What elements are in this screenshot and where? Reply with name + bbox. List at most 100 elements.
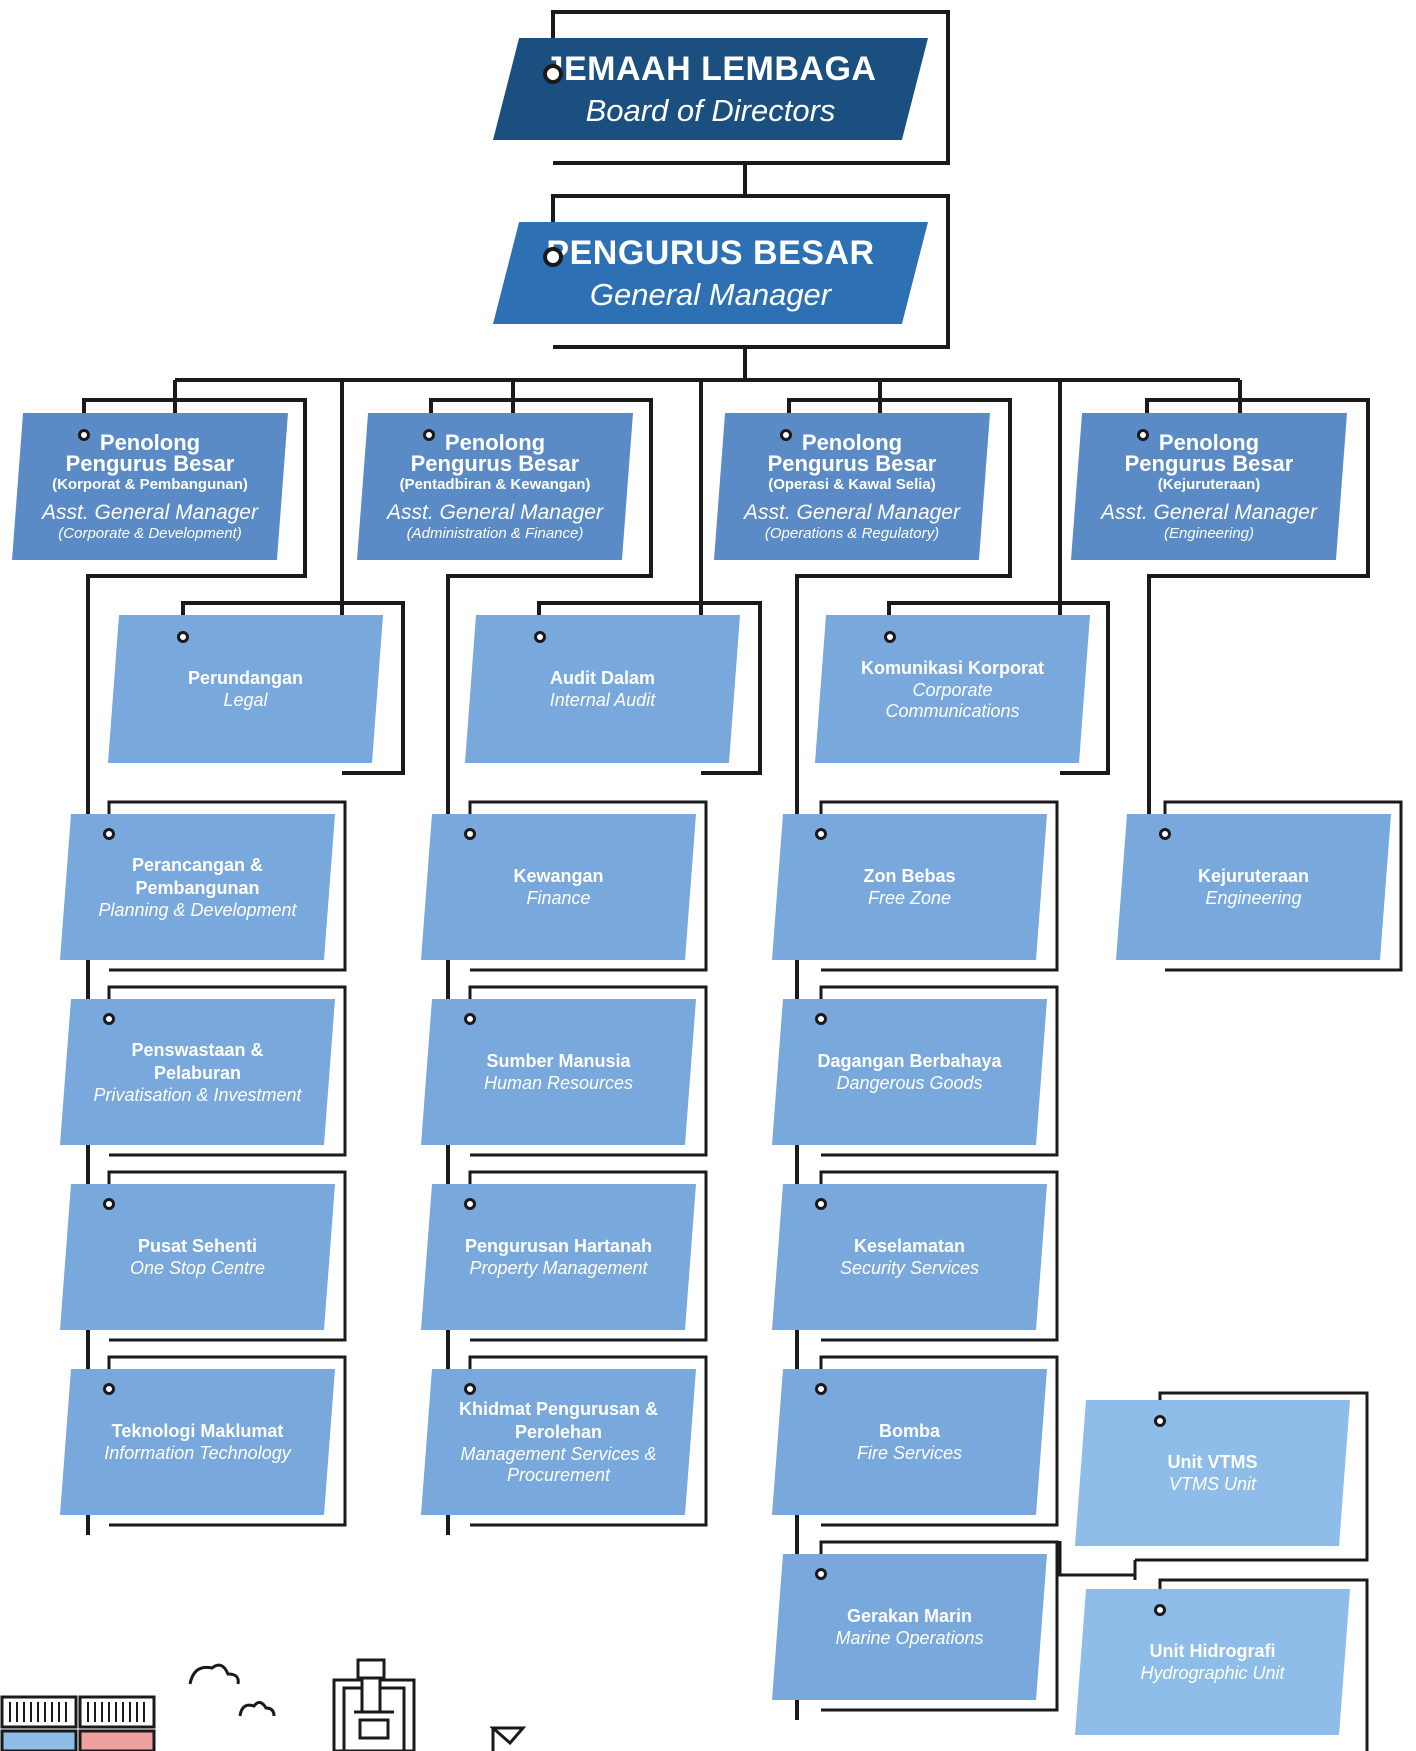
unit-connector-dot — [103, 1013, 115, 1025]
unit-connector-dot — [815, 1568, 827, 1580]
unit-connector-dot — [103, 828, 115, 840]
agm-title-line1: Penolong — [444, 429, 546, 455]
unit-connector-dot — [534, 631, 546, 643]
board-name: JEMAAH LEMBAGA — [544, 49, 877, 88]
unit-name-en: Hydrographic Unit — [1140, 1663, 1285, 1683]
agm-portfolio-en: (Administration & Finance) — [406, 524, 584, 542]
unit-name: Gerakan Marin — [846, 1606, 973, 1626]
unit-name: Bomba — [878, 1421, 940, 1441]
unit-name-en: VTMS Unit — [1168, 1474, 1256, 1494]
unit-name-en: Free Zone — [867, 888, 952, 908]
unit-connector-dot — [464, 1013, 476, 1025]
unit-connector-dot — [1159, 828, 1171, 840]
unit-connector-dot — [815, 1198, 827, 1210]
unit-name-en: Planning & Development — [98, 899, 297, 920]
unit-name: Pengurusan Hartanah — [464, 1236, 653, 1256]
unit-name-en: One Stop Centre — [129, 1258, 266, 1278]
unit-name: Dagangan Berbahaya — [817, 1051, 1002, 1071]
unit-name-en: Management Services & Procurement — [460, 1444, 657, 1485]
unit-name: Perundangan — [187, 668, 303, 688]
container-stack-icon — [0, 1695, 156, 1751]
unit-name-en: Marine Operations — [835, 1628, 984, 1648]
agm-title-en: Asst. General Manager — [42, 500, 258, 524]
unit-name: Keselamatan — [853, 1236, 966, 1256]
agm-connector-dot — [1137, 429, 1149, 441]
agm-portfolio: (Korporat & Pembangunan) — [52, 475, 248, 493]
agm-title-line1: Penolong — [1158, 429, 1260, 455]
agm-title-en: Asst. General Manager — [387, 500, 603, 524]
unit-name: Teknologi Maklumat — [111, 1421, 284, 1441]
unit-connector-dot — [815, 828, 827, 840]
unit-name: Komunikasi Korporat — [860, 657, 1045, 678]
board-connector-dot — [543, 64, 563, 84]
unit-connector-dot — [464, 1383, 476, 1395]
agm-portfolio-en: (Corporate & Development) — [58, 524, 242, 542]
unit-name-en: Finance — [526, 888, 591, 908]
agm-portfolio: (Operasi & Kawal Selia) — [768, 475, 936, 493]
general-manager-box: PENGURUS BESAR General Manager — [493, 222, 928, 324]
agm-connector-dot — [423, 429, 435, 441]
unit-name-en: Fire Services — [856, 1443, 963, 1463]
board-of-directors-box: JEMAAH LEMBAGA Board of Directors — [493, 38, 928, 140]
agm-title-line1: Penolong — [99, 429, 201, 455]
unit-connector-dot — [1154, 1604, 1166, 1616]
unit-name-en: Information Technology — [104, 1443, 291, 1463]
unit-name-en: Privatisation & Investment — [93, 1084, 302, 1105]
unit-name-en: Dangerous Goods — [836, 1073, 983, 1093]
unit-name: Pusat Sehenti — [137, 1236, 258, 1256]
unit-connector-dot — [815, 1383, 827, 1395]
gm-name: PENGURUS BESAR — [546, 233, 875, 272]
unit-name-en: Property Management — [469, 1258, 648, 1278]
unit-connector-dot — [1154, 1415, 1166, 1427]
agm-portfolio-en: (Engineering) — [1163, 524, 1255, 542]
unit-name: Penswastaan & Pelaburan — [131, 1039, 264, 1083]
unit-name: Unit Hidrografi — [1149, 1641, 1276, 1661]
gm-connector-dot — [543, 247, 563, 267]
unit-connector-dot — [464, 1198, 476, 1210]
unit-connector-dot — [464, 828, 476, 840]
gm-name-en: General Manager — [589, 276, 832, 312]
unit-connector-dot — [884, 631, 896, 643]
unit-connector-dot — [103, 1198, 115, 1210]
unit-connector-dot — [177, 631, 189, 643]
unit-name-en: Corporate Communications — [885, 679, 1020, 721]
unit-name: Perancangan & Pembangunan — [131, 854, 264, 898]
agm-title-en: Asst. General Manager — [1101, 500, 1317, 524]
cloud-icon — [188, 1663, 276, 1717]
unit-name: Zon Bebas — [863, 866, 956, 886]
unit-name-en: Human Resources — [483, 1073, 634, 1093]
unit-name-en: Internal Audit — [549, 690, 656, 710]
agm-title-line2: Pengurus Besar — [65, 450, 235, 476]
agm-title-en: Asst. General Manager — [744, 500, 960, 524]
unit-connector-dot — [103, 1383, 115, 1395]
unit-name: Khidmat Pengurusan & Perolehan — [458, 1399, 659, 1442]
agm-portfolio-en: (Operations & Regulatory) — [764, 524, 940, 542]
unit-name-en: Engineering — [1205, 888, 1302, 908]
agm-connector-dot — [780, 429, 792, 441]
crane-icon — [332, 1658, 416, 1751]
unit-name: Audit Dalam — [549, 668, 655, 688]
unit-name: Kewangan — [513, 866, 604, 886]
unit-name-en: Security Services — [839, 1258, 980, 1278]
agm-title-line2: Pengurus Besar — [410, 450, 580, 476]
